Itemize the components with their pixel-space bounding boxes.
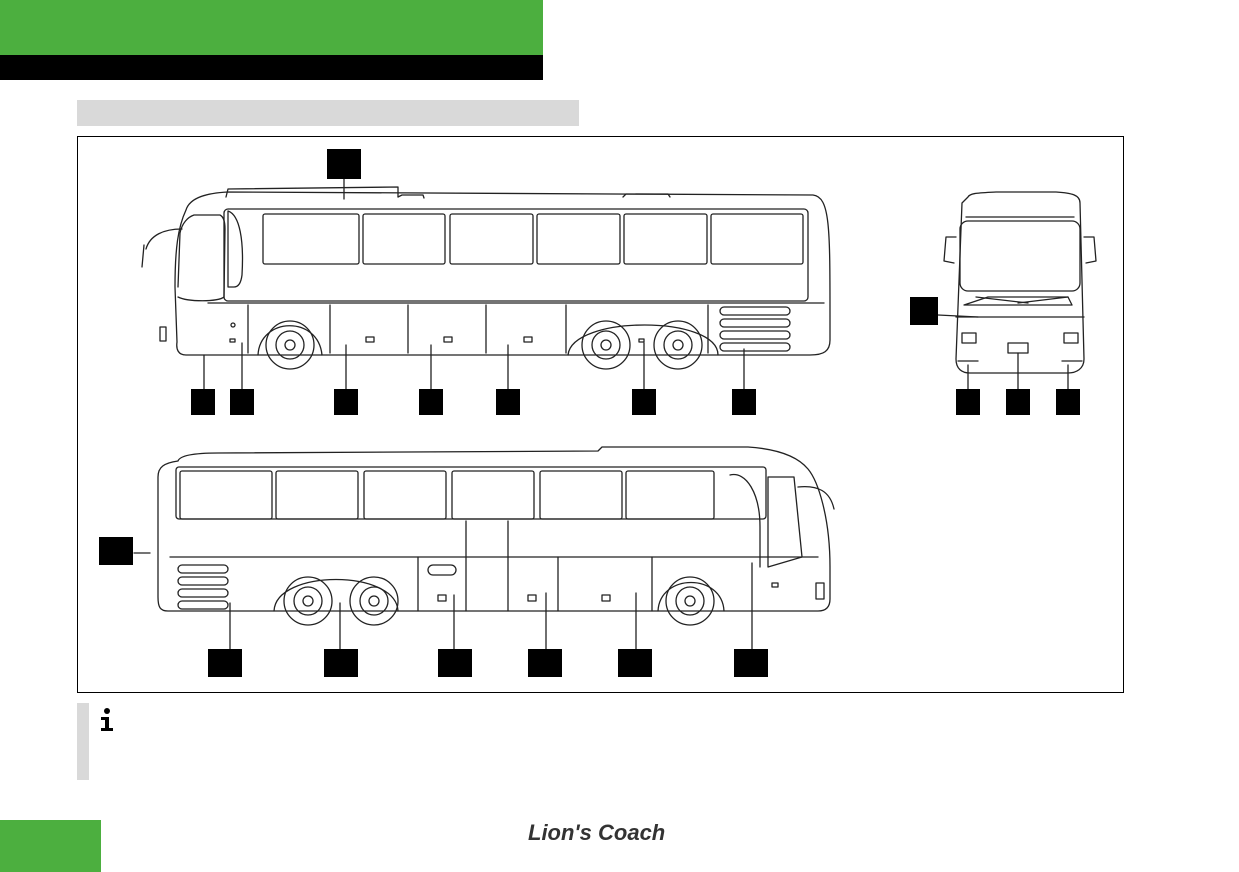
callout-upper-7 xyxy=(732,389,756,415)
header-title-bar xyxy=(0,55,543,80)
callout-lower-4 xyxy=(528,649,562,677)
header-accent-bar xyxy=(0,0,543,55)
callout-upper-2 xyxy=(230,389,254,415)
coach-front-view xyxy=(937,191,1097,390)
coach-side-view-upper xyxy=(141,178,831,398)
callout-lower-rear xyxy=(99,537,133,565)
section-heading-bar xyxy=(77,100,579,126)
callout-lower-5 xyxy=(618,649,652,677)
callout-upper-5 xyxy=(496,389,520,415)
info-note-bar xyxy=(77,703,89,780)
callout-upper-4 xyxy=(419,389,443,415)
callout-lower-2 xyxy=(324,649,358,677)
callout-lower-3 xyxy=(438,649,472,677)
callout-front-center xyxy=(1006,389,1030,415)
callout-lower-6 xyxy=(734,649,768,677)
footer-accent-block xyxy=(0,820,101,872)
info-icon xyxy=(101,708,113,731)
brand-logo: Lion's Coach xyxy=(528,820,665,845)
callout-upper-3 xyxy=(334,389,358,415)
vehicle-overview-figure xyxy=(77,136,1124,693)
callout-front-left xyxy=(956,389,980,415)
brand-logo-text: Lion's Coach xyxy=(528,820,665,845)
callout-lower-1 xyxy=(208,649,242,677)
callout-upper-1 xyxy=(191,389,215,415)
callout-front-top xyxy=(910,297,938,325)
callout-upper-roof xyxy=(327,149,361,179)
callout-front-right xyxy=(1056,389,1080,415)
callout-upper-6 xyxy=(632,389,656,415)
coach-side-view-lower xyxy=(133,446,835,650)
